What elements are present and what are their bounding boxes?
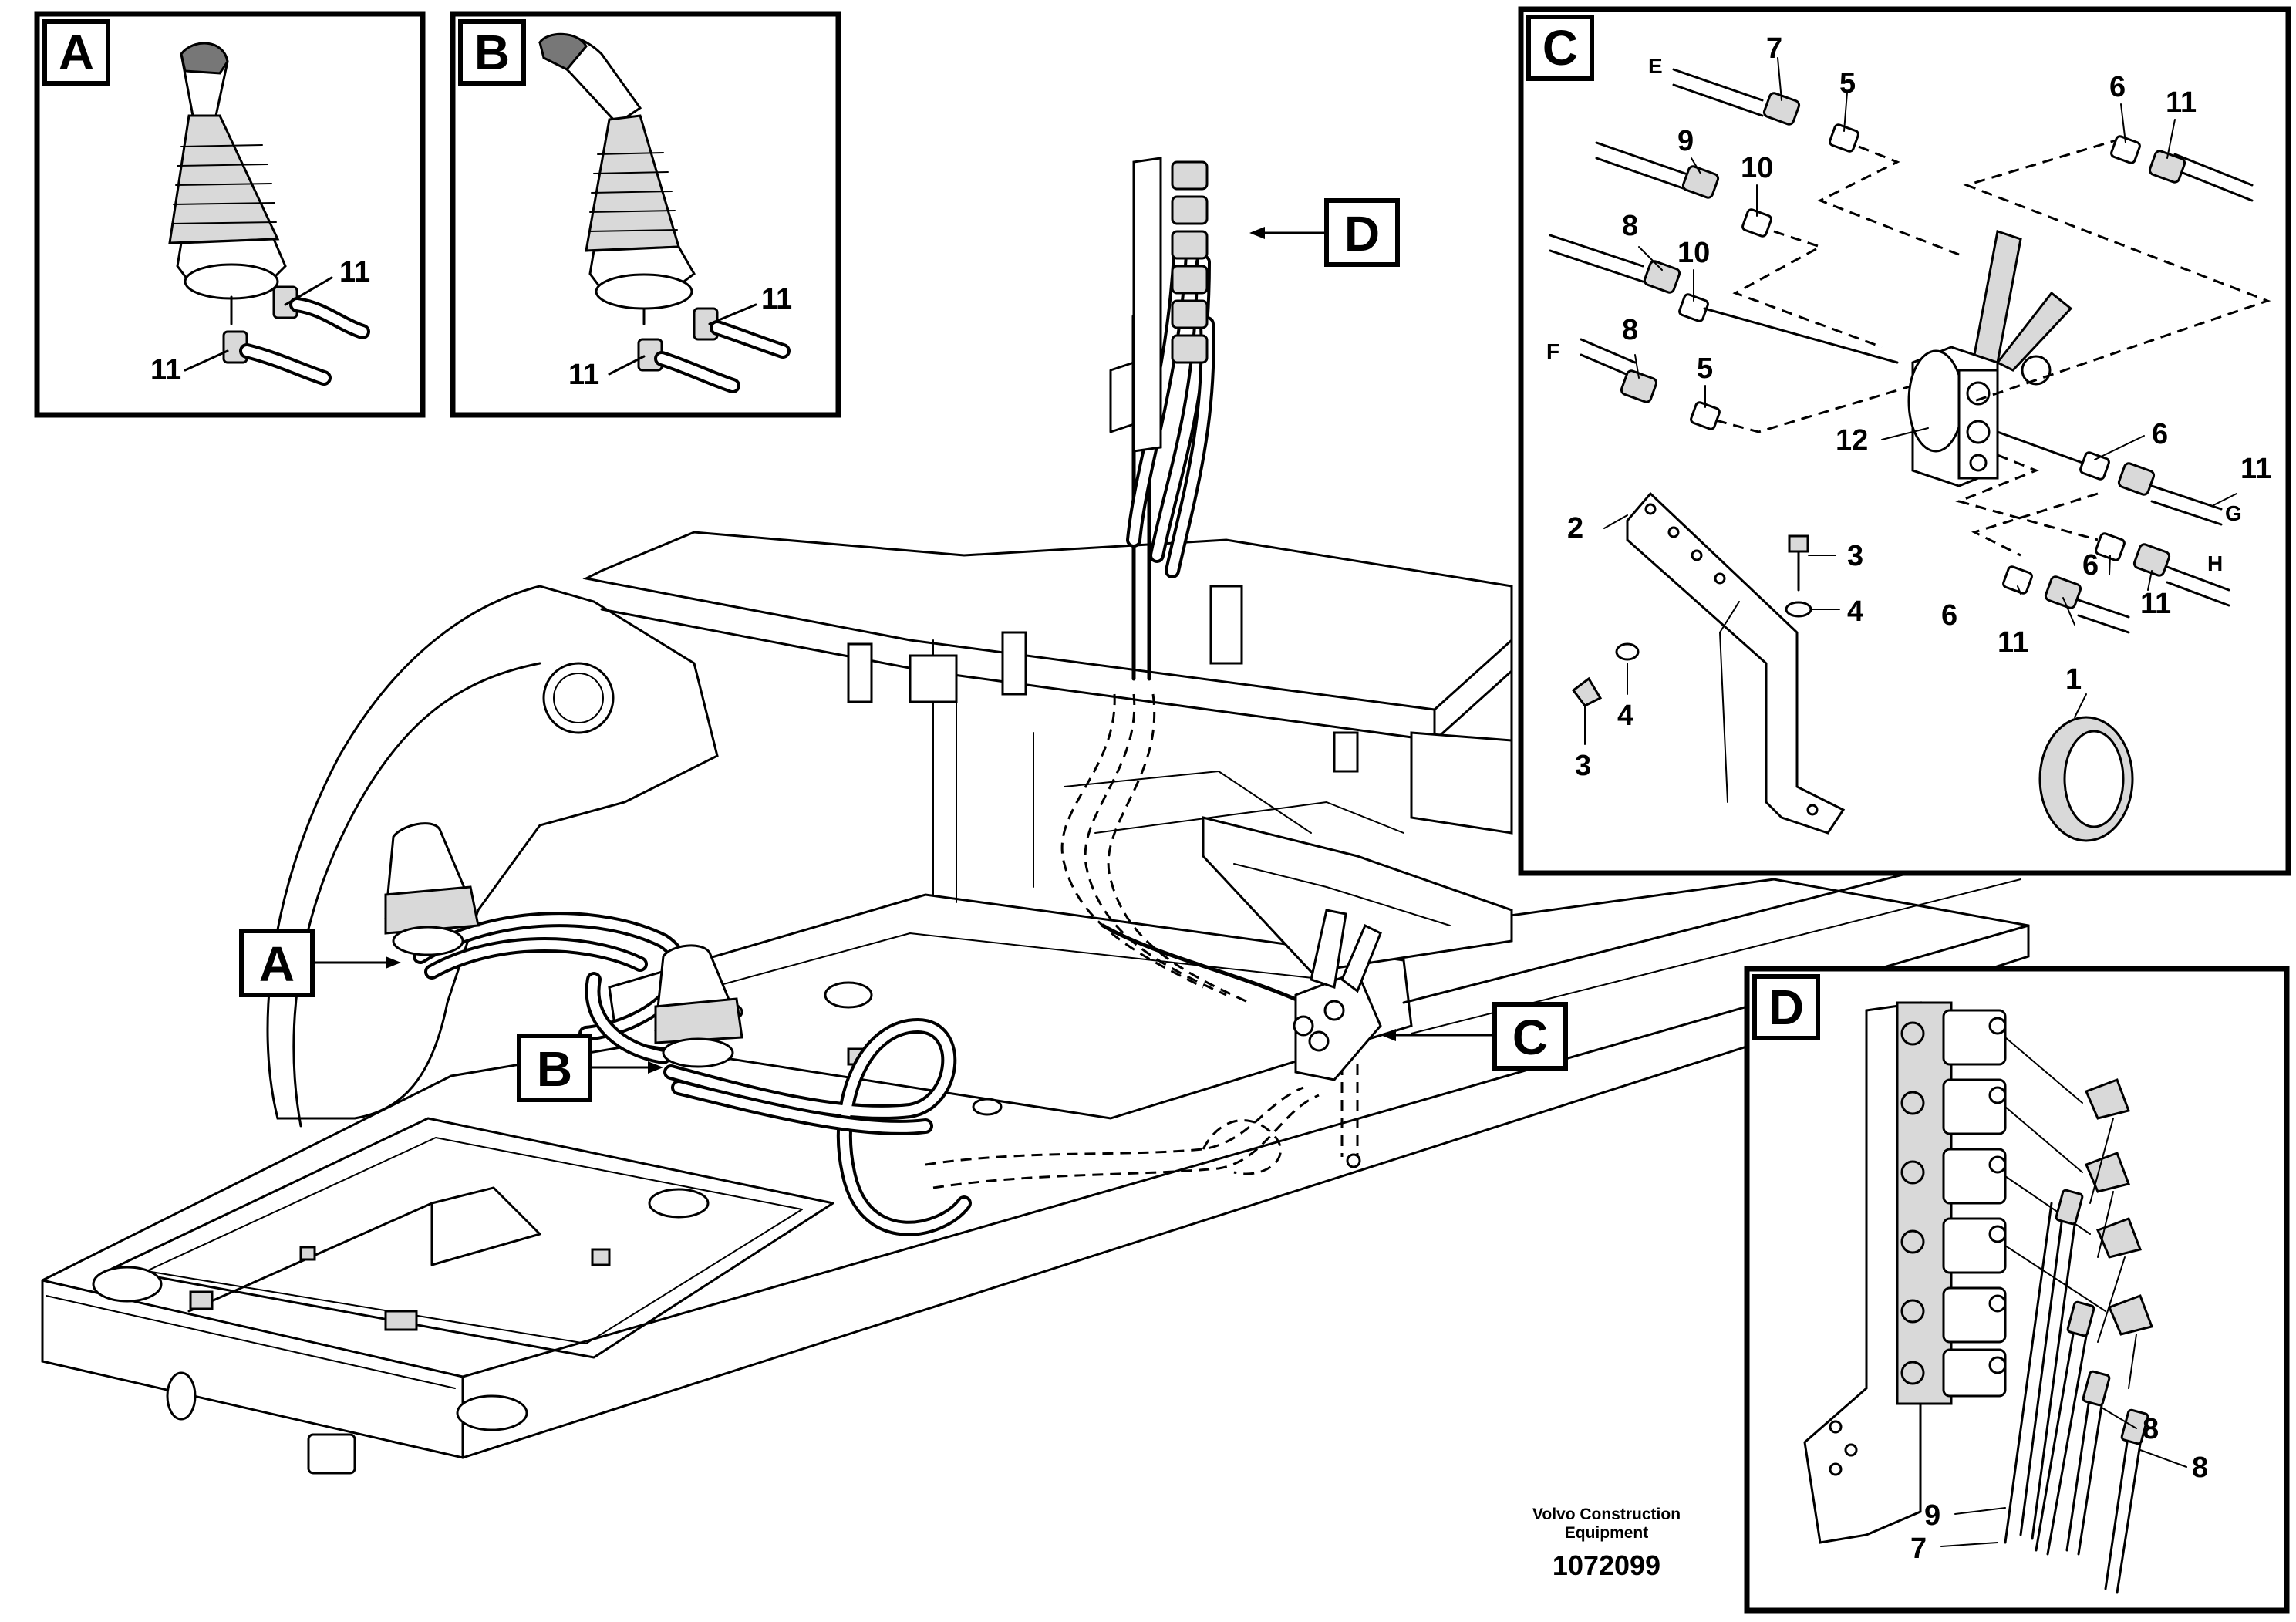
detail-C-label-11a: 11 (2166, 86, 2197, 119)
detail-view-A: A 11 11 (34, 11, 426, 418)
detail-A-label-11-lower: 11 (150, 354, 181, 386)
detail-C-label-11d: 11 (1998, 626, 2028, 659)
detail-C-label-5a: 5 (1839, 67, 1856, 99)
detail-C-label-7: 7 (1766, 32, 1782, 65)
callout-C[interactable]: C (1381, 1002, 1568, 1071)
detail-B-label-11-lower: 11 (568, 359, 599, 391)
detail-C-label-11c: 11 (2140, 588, 2171, 620)
detail-C-hose-F: F (1546, 339, 1559, 363)
detail-C-label-8a: 8 (1622, 210, 1638, 242)
detail-C-label-11b: 11 (2240, 453, 2271, 485)
detail-view-C: C (1518, 6, 2291, 876)
detail-A-label-11-upper: 11 (339, 256, 370, 288)
detail-C-label-9: 9 (1677, 125, 1694, 157)
detail-D-label-9: 9 (1924, 1499, 1940, 1532)
detail-C-hose-G: G (2225, 501, 2242, 525)
drawing-part-number: 1072099 (1553, 1549, 1660, 1581)
joystick-A-main (384, 822, 480, 956)
callout-B[interactable]: B (517, 1034, 663, 1102)
detail-B-label-11-upper: 11 (761, 283, 792, 315)
callout-B-label: B (537, 1041, 572, 1097)
detail-C-label-6d: 6 (1941, 599, 1957, 632)
detail-C-label-3b: 3 (1575, 750, 1591, 782)
valve-block-D (1109, 157, 1209, 453)
callout-D-label: D (1344, 206, 1380, 261)
detail-D-label: D (1768, 980, 1804, 1035)
detail-B-label: B (474, 25, 510, 80)
joystick-B-main (654, 944, 743, 1068)
detail-C-label-8b: 8 (1622, 314, 1638, 346)
detail-D-label-7: 7 (1910, 1533, 1927, 1565)
detail-C-hose-H: H (2207, 551, 2223, 575)
detail-view-D: D (1744, 966, 2290, 1614)
detail-C-label-10a: 10 (1741, 152, 1773, 184)
callout-D[interactable]: D (1249, 198, 1400, 267)
callout-C-label: C (1512, 1010, 1548, 1065)
detail-C-label-1: 1 (2065, 663, 2082, 696)
watermark-line2: Equipment (1565, 1524, 1649, 1542)
detail-C-hose-E: E (1648, 54, 1663, 78)
detail-C-label-6a: 6 (2109, 71, 2126, 103)
detail-D-label-8a: 8 (2143, 1413, 2159, 1445)
detail-C-label-2: 2 (1567, 512, 1583, 545)
detail-C-label-4b: 4 (1617, 700, 1633, 732)
watermark-line1: Volvo Construction (1532, 1506, 1681, 1523)
detail-A-label: A (59, 25, 94, 80)
callout-A[interactable]: A (239, 929, 401, 997)
detail-C-label-6b: 6 (2152, 418, 2168, 450)
detail-C-label: C (1542, 20, 1578, 76)
valve-block-C (1293, 909, 1382, 1168)
detail-C-label-4a: 4 (1847, 595, 1863, 628)
detail-view-B: B 11 11 (450, 11, 841, 418)
callout-A-label: A (259, 936, 295, 992)
detail-C-label-6c: 6 (2082, 549, 2099, 582)
detail-C-label-3a: 3 (1847, 540, 1863, 572)
detail-D-label-8b: 8 (2192, 1452, 2208, 1484)
detail-C-label-10b: 10 (1677, 237, 1710, 269)
detail-C-label-12: 12 (1836, 424, 1868, 457)
volvo-watermark: Volvo Construction Equipment 1072099 (1532, 1506, 1681, 1581)
detail-C-label-5b: 5 (1697, 352, 1713, 385)
